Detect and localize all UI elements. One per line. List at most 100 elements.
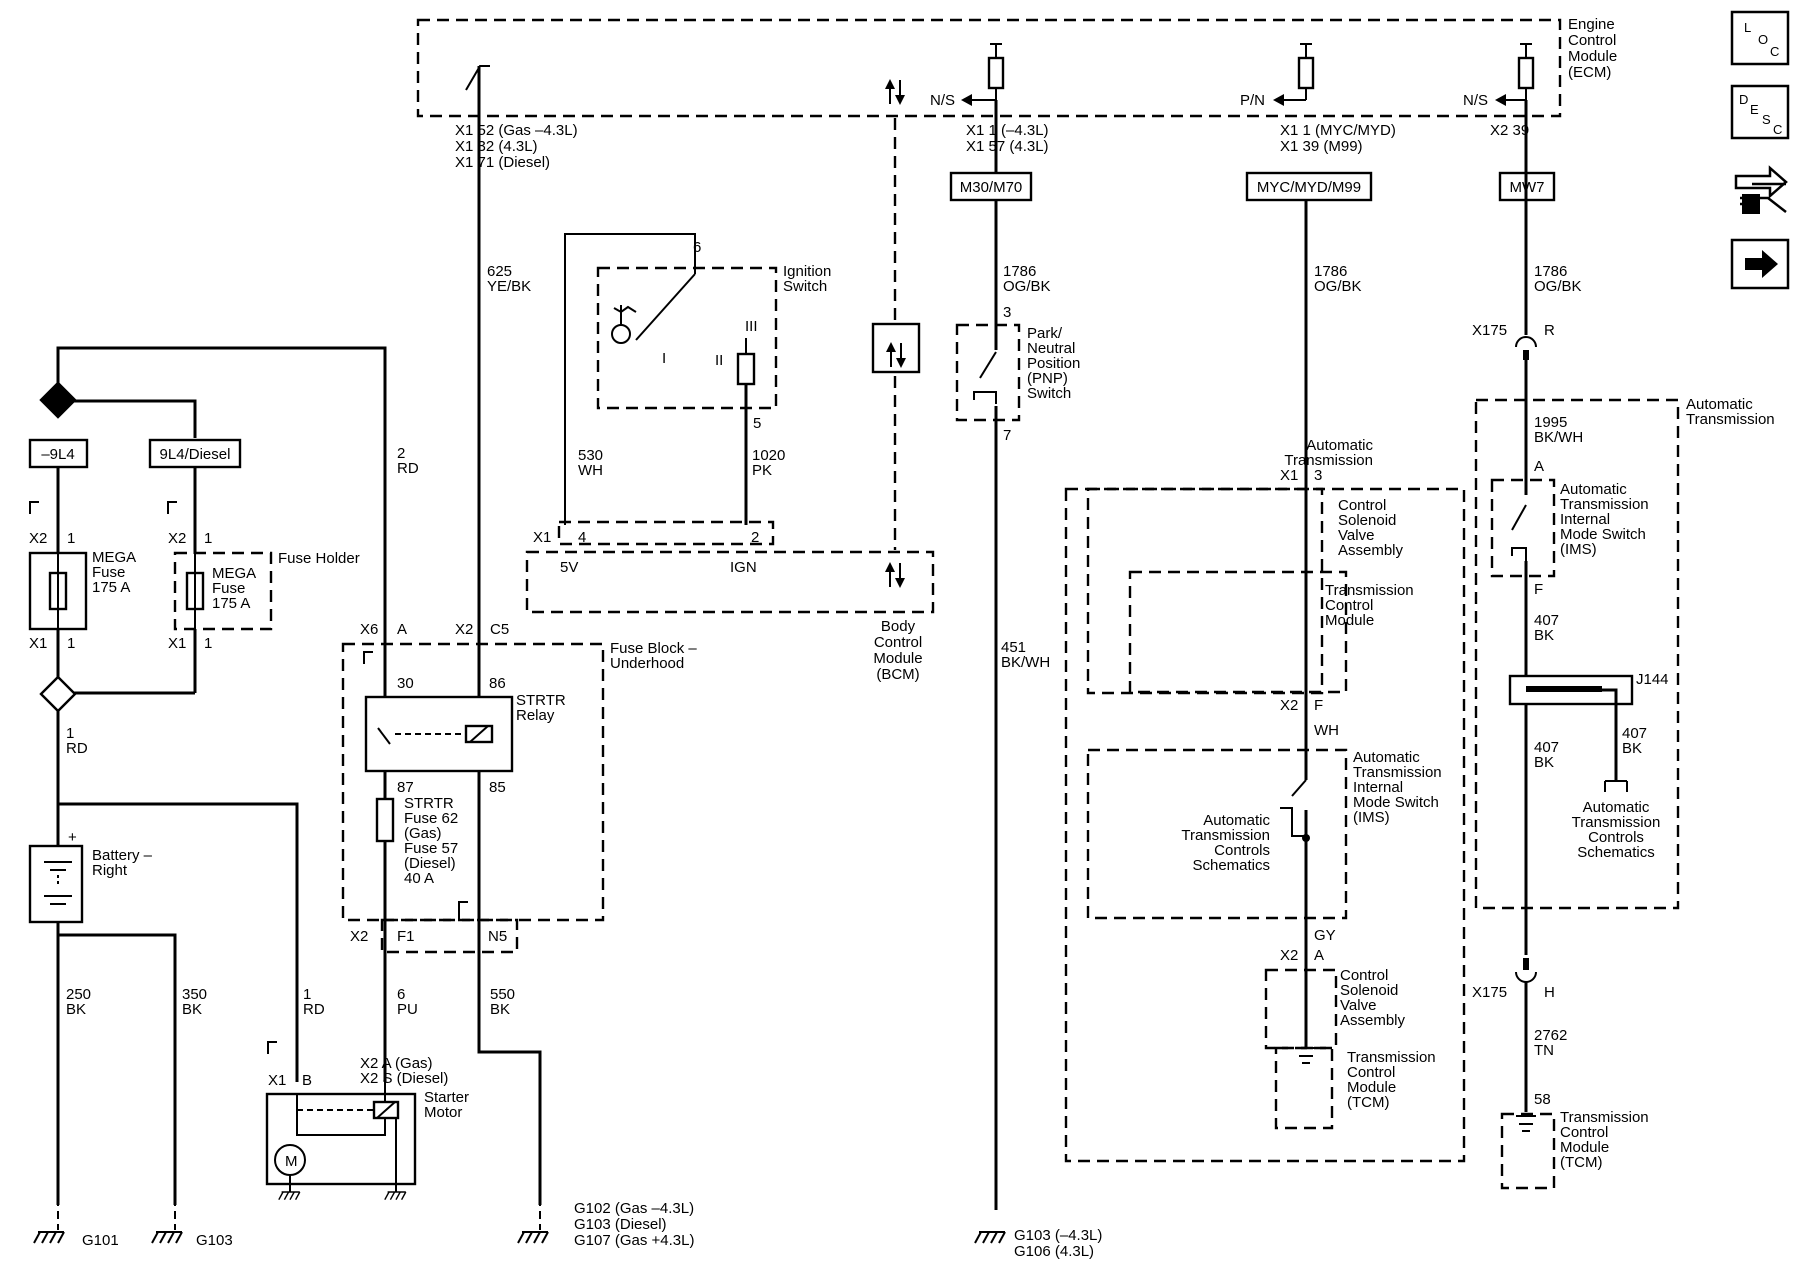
svg-text:X2: X2 — [455, 621, 473, 638]
svg-text:WH: WH — [1314, 722, 1339, 739]
svg-text:F: F — [1534, 581, 1543, 598]
svg-text:Battery –Right: Battery –Right — [92, 847, 153, 879]
svg-text:X175: X175 — [1472, 322, 1507, 339]
svg-text:2: 2 — [751, 529, 759, 546]
wire-625: X1 52 (Gas –4.3L)X1 32 (4.3L)X1 71 (Dies… — [455, 66, 578, 1050]
location-icon[interactable]: L O C — [1730, 10, 1790, 66]
svg-text:Fuse Block –Underhood: Fuse Block –Underhood — [610, 640, 697, 672]
svg-text:X2 39: X2 39 — [1490, 122, 1529, 139]
svg-text:X175: X175 — [1472, 984, 1507, 1001]
svg-text:1RD: 1RD — [66, 725, 88, 757]
ecm-pullup-3: N/S — [1463, 43, 1535, 109]
svg-text:C: C — [1773, 122, 1782, 137]
svg-text:I: I — [662, 350, 666, 367]
svg-text:G103 (–4.3L)G106 (4.3L): G103 (–4.3L)G106 (4.3L) — [1014, 1227, 1102, 1260]
svg-text:GY: GY — [1314, 927, 1336, 944]
svg-text:III: III — [745, 318, 758, 335]
svg-text:X1 1 (MYC/MYD)X1 39 (M99): X1 1 (MYC/MYD)X1 39 (M99) — [1280, 122, 1396, 155]
svg-text:X1: X1 — [168, 635, 186, 652]
svg-text:+: + — [68, 829, 77, 846]
svg-text:87: 87 — [397, 779, 414, 796]
motor-symbol: M — [285, 1153, 298, 1170]
svg-text:1: 1 — [204, 635, 212, 652]
svg-text:N/S: N/S — [930, 92, 955, 109]
svg-text:X2: X2 — [29, 530, 47, 547]
next-page-icon[interactable] — [1730, 238, 1790, 290]
connector-icon[interactable] — [1734, 165, 1788, 214]
svg-text:X1: X1 — [1280, 467, 1298, 484]
svg-text:X2 A (Gas)X2 S (Diesel): X2 A (Gas)X2 S (Diesel) — [360, 1055, 448, 1087]
svg-text:C5: C5 — [490, 621, 509, 638]
svg-text:5: 5 — [753, 415, 761, 432]
description-icon[interactable]: D E S C — [1730, 84, 1790, 140]
option-m30-m70: M30/M70 — [960, 179, 1023, 196]
ignition-key-icon — [613, 305, 637, 325]
svg-text:X1 1 (–4.3L)X1 57 (4.3L): X1 1 (–4.3L)X1 57 (4.3L) — [966, 122, 1049, 155]
fuse-block-underhood: Fuse Block –Underhood X6 A X2 C5 30 86 S… — [341, 575, 697, 1205]
svg-text:B: B — [302, 1072, 312, 1089]
option-myc-myd-m99: MYC/MYD/M99 — [1257, 179, 1361, 196]
svg-text:6PU: 6PU — [397, 986, 418, 1018]
svg-text:58: 58 — [1534, 1091, 1551, 1108]
serial-data-icon — [884, 78, 906, 106]
svg-text:X1 52 (Gas –4.3L)X1 32 (4.3L: X1 52 (Gas –4.3L)X1 32 (4.3L)X1 71 (Dies… — [455, 122, 578, 171]
svg-text:86: 86 — [489, 675, 506, 692]
svg-text:3: 3 — [1003, 304, 1011, 321]
grounds-left: G101 G103 G102 (Gas –4.3L)G103 (Diesel)G… — [33, 1172, 694, 1249]
svg-text:7: 7 — [1003, 427, 1011, 444]
svg-text:F1: F1 — [397, 928, 415, 945]
svg-text:G102 (Gas –4.3L)G103 (Diesel)G: G102 (Gas –4.3L)G103 (Diesel)G107 (Gas +… — [574, 1200, 694, 1249]
svg-text:X1: X1 — [268, 1072, 286, 1089]
svg-text:II: II — [715, 352, 723, 369]
svg-text:F: F — [1314, 697, 1323, 714]
svg-text:H: H — [1544, 984, 1555, 1001]
svg-text:4: 4 — [578, 529, 586, 546]
svg-text:O: O — [1758, 32, 1768, 47]
svg-text:X1: X1 — [29, 635, 47, 652]
svg-text:X2: X2 — [1280, 947, 1298, 964]
svg-text:IGN: IGN — [730, 559, 757, 576]
bcm-serial-data-icon — [884, 561, 906, 589]
svg-text:S: S — [1762, 112, 1771, 127]
svg-text:X2: X2 — [350, 928, 368, 945]
svg-text:X2: X2 — [168, 530, 186, 547]
ecm-pullup-2: P/N — [1240, 43, 1315, 109]
svg-text:Fuse Holder: Fuse Holder — [278, 550, 360, 567]
svg-text:X6: X6 — [360, 621, 378, 638]
svg-text:N5: N5 — [488, 928, 507, 945]
svg-text:1RD: 1RD — [303, 986, 325, 1018]
svg-text:L: L — [1744, 20, 1751, 35]
svg-text:J144: J144 — [1636, 671, 1669, 688]
svg-text:D: D — [1739, 92, 1748, 107]
